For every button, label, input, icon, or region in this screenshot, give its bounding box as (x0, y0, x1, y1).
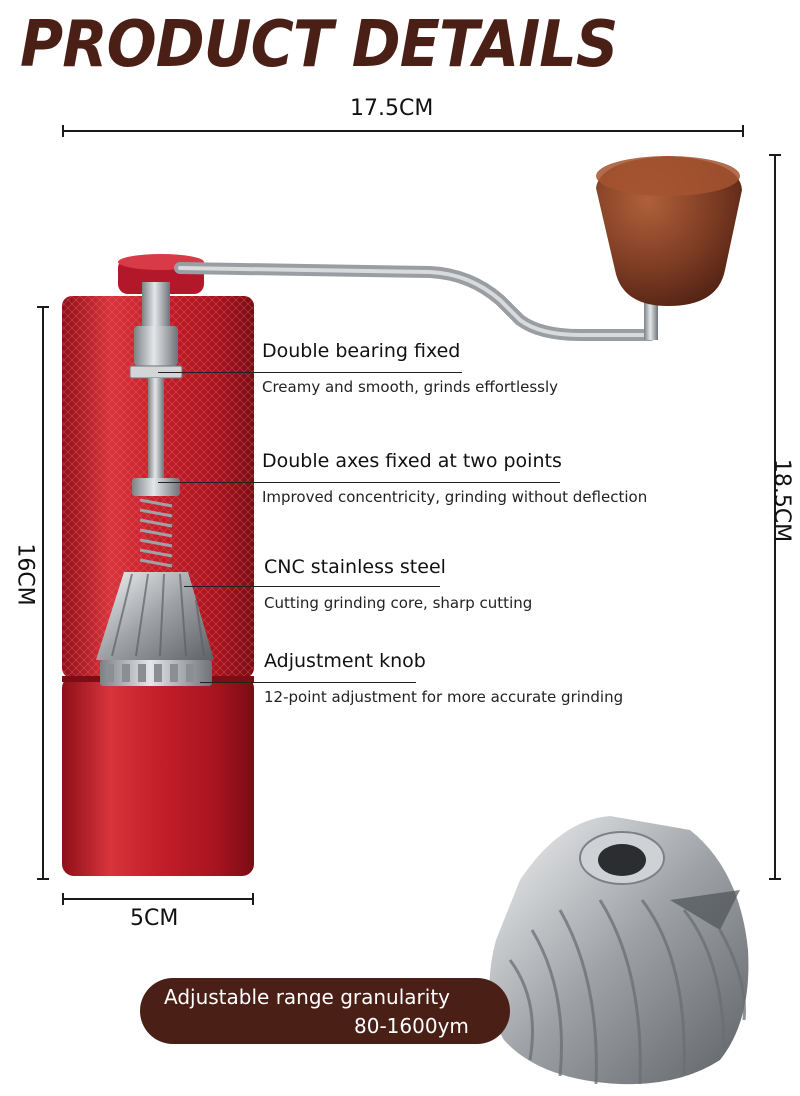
dim-cap (62, 125, 64, 137)
bearing-lower (132, 478, 180, 496)
feature-subtitle-bearing: Creamy and smooth, grinds effortlessly (262, 378, 559, 396)
leader-line (184, 586, 440, 587)
feature-title-cnc: CNC stainless steel (264, 556, 446, 578)
feature-title-axes: Double axes fixed at two points (262, 450, 562, 472)
dim-line-width-bottom (62, 898, 254, 900)
feature-subtitle-adjust: 12-point adjustment for more accurate gr… (264, 688, 624, 706)
leader-line (200, 682, 416, 683)
dim-label-height-right: 18.5CM (769, 458, 795, 543)
dim-cap (769, 154, 781, 156)
dim-cap (742, 125, 744, 137)
granularity-banner (140, 978, 510, 1044)
feature-title-adjust: Adjustment knob (264, 650, 426, 672)
dim-line-width-top (62, 130, 744, 132)
dim-cap (37, 878, 49, 880)
dim-label-height-left: 16CM (12, 543, 38, 606)
leader-line (158, 372, 462, 373)
feature-title-bearing: Double bearing fixed (262, 340, 461, 362)
dim-cap (62, 893, 64, 905)
shaft-top (142, 282, 170, 326)
spring (139, 498, 173, 568)
dim-cap (769, 878, 781, 880)
banner-range: 80-1600ym (354, 1014, 469, 1038)
shaft (148, 378, 164, 478)
dim-cap (37, 306, 49, 308)
feature-subtitle-cnc: Cutting grinding core, sharp cutting (264, 594, 533, 612)
banner-title: Adjustable range granularity (164, 985, 450, 1009)
leader-line (158, 482, 560, 483)
dim-line-height-right (774, 154, 776, 880)
wooden-knob (596, 156, 742, 306)
burr-closeup (489, 816, 749, 1085)
bearing-upper (134, 326, 178, 366)
dim-cap (252, 893, 254, 905)
dim-label-width-bottom: 5CM (130, 906, 179, 931)
feature-subtitle-axes: Improved concentricity, grinding without… (262, 488, 648, 506)
lower-body (62, 676, 254, 876)
page-title: PRODUCT DETAILS (20, 8, 618, 82)
dim-label-width-top: 17.5CM (350, 96, 434, 121)
dim-line-height-left (42, 306, 44, 880)
